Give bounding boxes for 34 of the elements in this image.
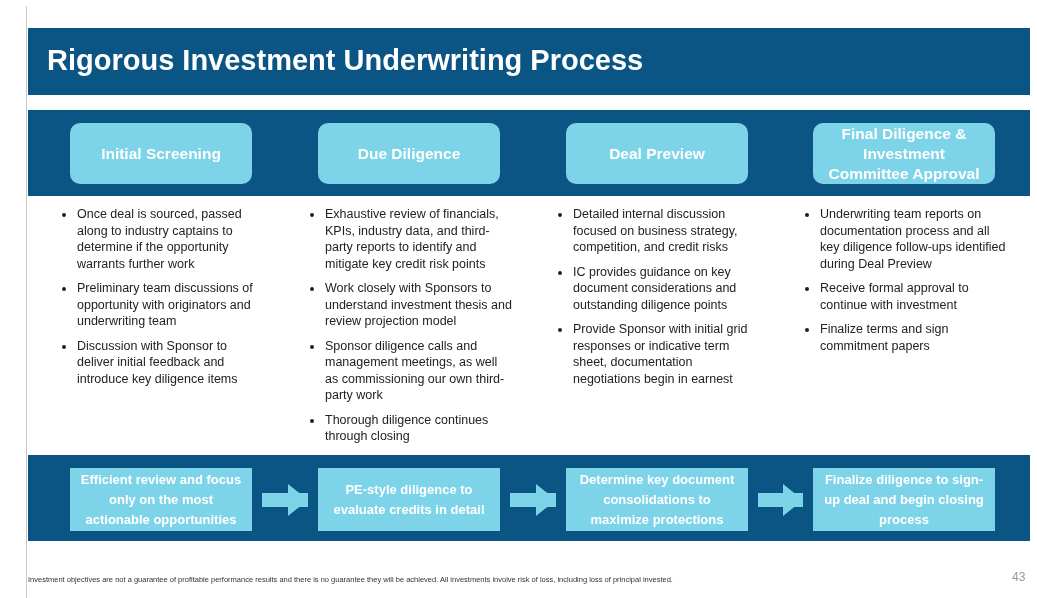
bullet-text: Thorough diligence continues through closing [325,411,490,445]
summary-text: PE-style diligence to evaluate credits in detail [332,480,486,519]
summary-text: Finalize diligence to sign-up deal and begin closing process [823,470,985,529]
block-arrow [510,484,556,516]
bullet-text: Finalize terms and sign commitment papers [820,321,950,354]
bullet-text: Detailed internal discussion focused on business strategy, competition, and credit risks [573,206,739,256]
bullet-text: Exhaustive review of financials, KPIs, industry data, and third-party reports to identify and mitigate key credit risk points [325,206,500,272]
bullet-text: Underwriting team reports on documentation process and all key diligence follow-ups identified during Deal Preview [820,206,1007,272]
bullet-text: Once deal is sourced, passed along to industry captains to determine if the opportunity warrants further work [77,206,243,272]
stage-title: Deal Preview [609,143,705,164]
bullet-text: Discussion with Sponsor to deliver initial feedback and introduce key diligence items [77,337,239,387]
bullet-text: Provide Sponsor with initial grid responses or indicative term sheet, documentation negotiations begin in earnest [573,321,749,387]
title: Rigorous Investment Underwriting Process [47,43,644,78]
stage-box [70,123,252,184]
stage-box [566,123,748,184]
bullet-text: Sponsor diligence calls and management meetings, as well as commissioning our own third-party work [325,337,506,404]
summary-text: Determine key document consolidations to maximize protections [578,470,736,529]
page-number: 43 [1012,569,1026,586]
block-arrow [758,484,803,516]
summary-box [813,468,995,531]
stage-box [318,123,500,184]
stage-title: Due Diligence [357,143,461,164]
bullet-text: Preliminary team discussions of opportunity with originators and underwriting team [77,280,254,330]
stage-title: Initial Screening [101,143,221,164]
summary-box [318,468,500,531]
stage-title: Final Diligence & Investment Committee Approval [827,123,981,184]
bullet-text: IC provides guidance on key document considerations and outstanding diligence points [573,263,738,313]
block-arrow [262,484,308,516]
summary-box [566,468,748,531]
bullet-text: Receive formal approval to continue with investment [820,280,970,313]
bullet-text: Work closely with Sponsors to understand investment thesis and review projection model [325,280,512,330]
stage-box [813,123,995,184]
summary-box [70,468,252,531]
summary-text: Efficient review and focus only on the most actionable opportunities [79,470,243,529]
